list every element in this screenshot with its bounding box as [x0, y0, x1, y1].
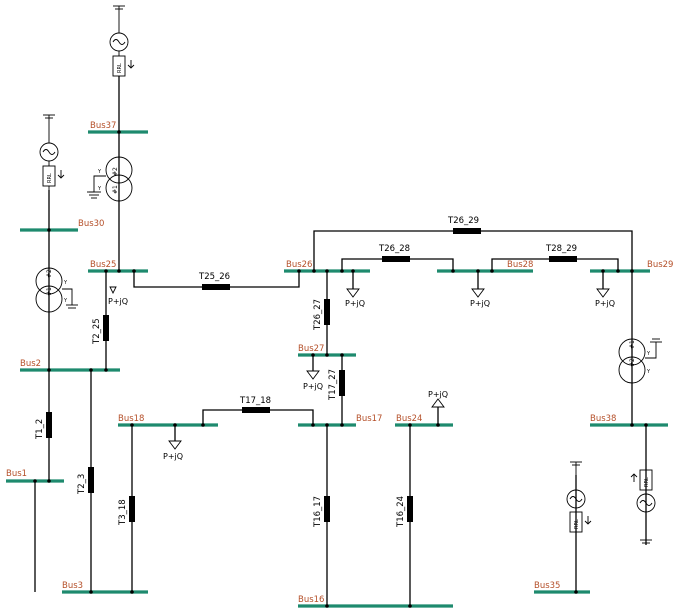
winding-label-primary: #1	[112, 185, 119, 194]
line-element-t28-29[interactable]	[549, 256, 577, 262]
bus-label-bus16: Bus16	[298, 595, 324, 605]
bus-label-bus38: Bus38	[590, 414, 616, 424]
line-label-t17-18: T17_18	[239, 396, 271, 406]
bus-label-bus35: Bus35	[534, 581, 560, 591]
load-label-bus18: P+jQ	[163, 452, 183, 461]
line-element-t17-18[interactable]	[242, 407, 270, 413]
line-element-t3-18[interactable]	[129, 496, 135, 522]
load-bus24[interactable]: P+jQ	[428, 390, 448, 427]
load-label-bus27: P+jQ	[303, 382, 323, 391]
line-label-t16-24: T16_24	[396, 496, 406, 528]
transformer-bus37-bus25[interactable]: #2 #1 Y Y	[87, 156, 133, 202]
line-element-t17-27[interactable]	[339, 370, 345, 396]
bus-label-bus29: Bus29	[647, 260, 673, 270]
line-element-t16-17[interactable]	[324, 496, 330, 522]
line-element-t2-3[interactable]	[88, 467, 94, 493]
junction-dots	[33, 130, 648, 608]
line-label-t16-17: T16_17	[313, 496, 323, 528]
line-element-t26-29[interactable]	[453, 228, 481, 234]
bus-label-bus27: Bus27	[298, 344, 324, 354]
line-element-t25-26[interactable]	[202, 284, 230, 290]
line-label-t2-25: T2_25	[92, 318, 102, 345]
line-label-t2-3: T2_3	[77, 474, 87, 495]
line-element-t2-25[interactable]	[103, 315, 109, 341]
connection-label: Y	[63, 280, 68, 286]
load-bus26[interactable]: P+jQ	[345, 269, 365, 308]
connection-label: Y	[97, 186, 102, 192]
winding-label-secondary: #2	[112, 167, 119, 176]
line-label-t28-29: T28_29	[545, 244, 577, 254]
line-label-t26-29: T26_29	[447, 216, 479, 226]
line-element-t1-2[interactable]	[46, 412, 52, 438]
source-label: RRL	[574, 519, 580, 529]
generator-bus38[interactable]: RRL	[630, 469, 656, 544]
load-label-bus25: P+jQ	[108, 297, 128, 306]
transformer-bus29-bus38[interactable]: #1 #2 Y Y	[618, 338, 662, 384]
bus-label-bus18: Bus18	[118, 414, 144, 424]
transformer-bus30-bus2[interactable]: #2 #1 Y Y	[35, 267, 78, 313]
line-element-t26-27[interactable]	[324, 299, 330, 325]
connection-label: Y	[646, 369, 651, 375]
line-element-t16-24[interactable]	[407, 496, 413, 522]
line-label-t17-27: T17_27	[328, 369, 338, 401]
winding-label-secondary: #2	[629, 358, 636, 367]
line-label-t25-26: T25_26	[198, 272, 230, 282]
load-bus29[interactable]: P+jQ	[595, 269, 615, 308]
bus-label-bus2: Bus2	[20, 359, 41, 369]
load-bus27[interactable]: P+jQ	[303, 353, 323, 391]
connection-label: Y	[646, 351, 651, 357]
winding-label-secondary: #2	[46, 269, 53, 278]
line-element-t26-28[interactable]	[382, 256, 410, 262]
line-label-t26-27: T26_27	[313, 299, 323, 331]
load-bus28[interactable]: P+jQ	[470, 269, 490, 308]
bus-label-bus30: Bus30	[78, 219, 104, 229]
line-label-t3-18: T3_18	[118, 499, 128, 526]
bus-label-bus25: Bus25	[90, 260, 116, 270]
generator-bus37[interactable]: RRL	[109, 5, 135, 77]
connection-label: Y	[97, 169, 102, 175]
bus-label-bus3: Bus3	[62, 581, 83, 591]
load-label-bus26: P+jQ	[345, 299, 365, 308]
generator-bus30[interactable]: RRL	[39, 114, 65, 190]
bus-label-bus24: Bus24	[396, 414, 422, 424]
load-bus18[interactable]: P+jQ	[163, 423, 183, 461]
winding-label-primary: #1	[46, 287, 53, 296]
source-label: RRL	[47, 173, 53, 183]
source-label: RRL	[644, 477, 650, 487]
load-label-bus29: P+jQ	[595, 299, 615, 308]
load-label-bus24: P+jQ	[428, 390, 448, 399]
bus-label-bus37: Bus37	[90, 121, 116, 131]
winding-label-primary: #1	[629, 340, 636, 349]
line-label-t1-2: T1_2	[35, 419, 45, 440]
load-label-bus28: P+jQ	[470, 299, 490, 308]
load-bus25[interactable]: P+jQ	[108, 286, 128, 306]
bus-label-bus28: Bus28	[507, 260, 533, 270]
source-label: RRL	[117, 63, 123, 73]
bus-label-bus26: Bus26	[286, 260, 312, 270]
generator-bus35[interactable]: RRL	[566, 461, 592, 592]
bus-label-bus1: Bus1	[6, 469, 27, 479]
bus-label-bus17: Bus17	[356, 414, 382, 424]
connection-label: Y	[63, 298, 68, 304]
line-label-t26-28: T26_28	[378, 244, 410, 254]
wire-t26-29	[313, 230, 633, 271]
